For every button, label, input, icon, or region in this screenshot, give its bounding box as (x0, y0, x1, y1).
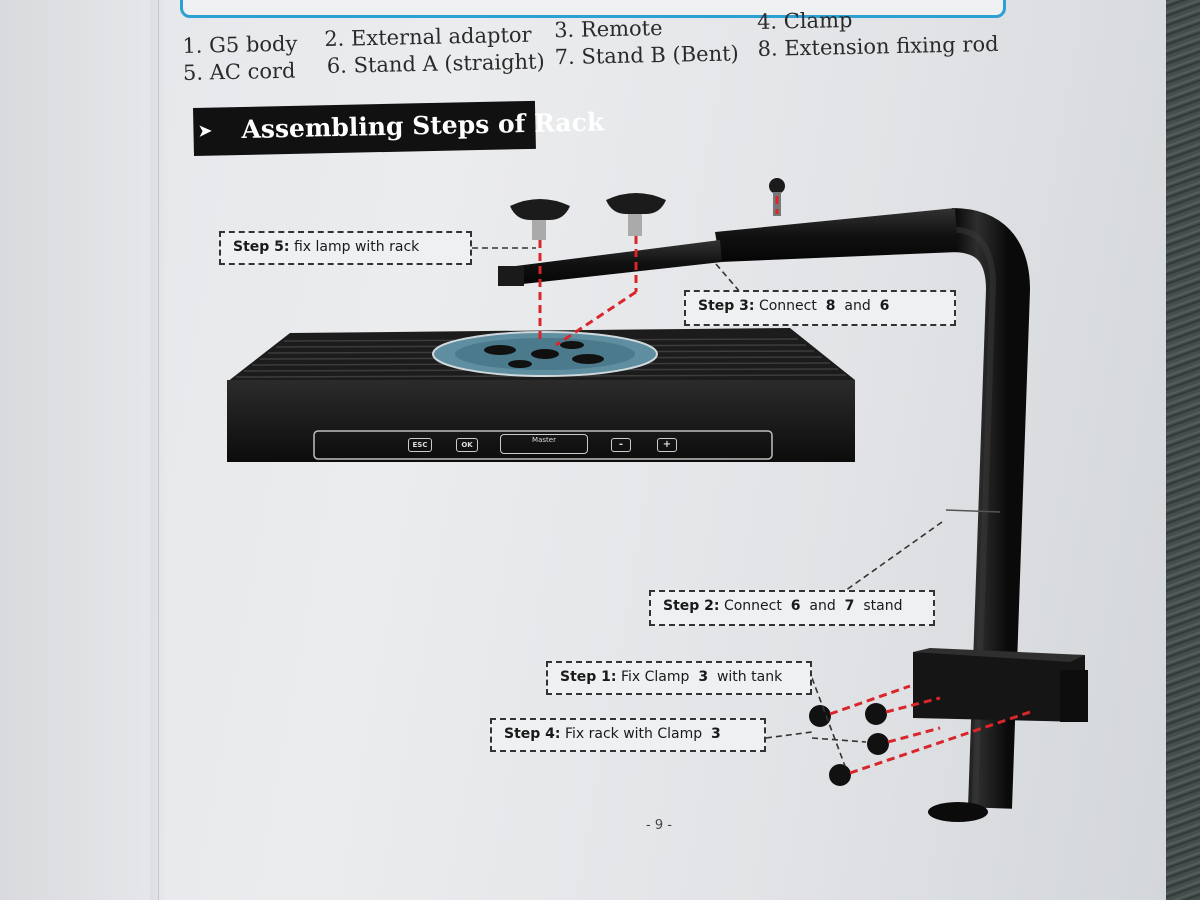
ok-button: OK (456, 438, 478, 452)
mount-plate (432, 331, 658, 377)
step-3-and: and (844, 298, 871, 314)
step-5-prefix: Step 5: (233, 239, 290, 255)
left-page (0, 0, 159, 900)
step-2-tail: stand (863, 598, 903, 614)
plus-button: + (657, 438, 677, 452)
step-2-and: and (809, 598, 836, 614)
step-1-part-a: 3 (698, 669, 709, 685)
step-3-part-a: 8 (825, 298, 836, 314)
esc-button: ESC (408, 438, 432, 452)
step-3-text: Connect (758, 298, 817, 314)
stand-pipe (928, 208, 1031, 822)
step-1-prefix: Step 1: (560, 669, 617, 685)
step-3-part-b: 6 (879, 298, 890, 314)
step-3-prefix: Step 3: (698, 298, 755, 314)
step-1-tail: with tank (716, 669, 783, 685)
book-binding-edge (1166, 0, 1200, 900)
red-guide-lines (538, 196, 1031, 775)
step-4-prefix: Step 4: (504, 726, 561, 742)
leader-lines (472, 247, 943, 767)
step-4-label: Step 4: Fix rack with Clamp 3 (490, 718, 766, 752)
step-2-label: Step 2: Connect 6 and 7 stand (649, 590, 935, 626)
master-indicator: Master (500, 434, 588, 454)
control-panel (313, 430, 773, 460)
rack-assembly-diagram (227, 178, 1088, 822)
clamp-screw-icon (809, 703, 889, 786)
step-2-part-b: 7 (844, 598, 855, 614)
step-4-part-a: 3 (711, 726, 721, 742)
manual-page: 1. G5 body 2. External adaptor 3. Remote… (0, 0, 1168, 900)
extension-rod (498, 208, 958, 286)
step-3-label: Step 3: Connect 8 and 6 (684, 290, 956, 326)
step-2-prefix: Step 2: (663, 598, 720, 614)
step-2-part-a: 6 (790, 598, 801, 614)
step-1-text: Fix Clamp (620, 669, 690, 685)
step-5-label: Step 5: fix lamp with rack (219, 231, 472, 265)
step-4-text: Fix rack with Clamp (564, 726, 703, 742)
step-2-text: Connect (723, 598, 782, 614)
page-number: - 9 - (646, 818, 672, 833)
page-fold (150, 0, 168, 900)
step-1-label: Step 1: Fix Clamp 3 with tank (546, 661, 812, 695)
step-5-text: fix lamp with rack (293, 239, 420, 255)
clamp (913, 648, 1088, 722)
top-frame-box (180, 0, 1006, 18)
minus-button: - (611, 438, 631, 452)
